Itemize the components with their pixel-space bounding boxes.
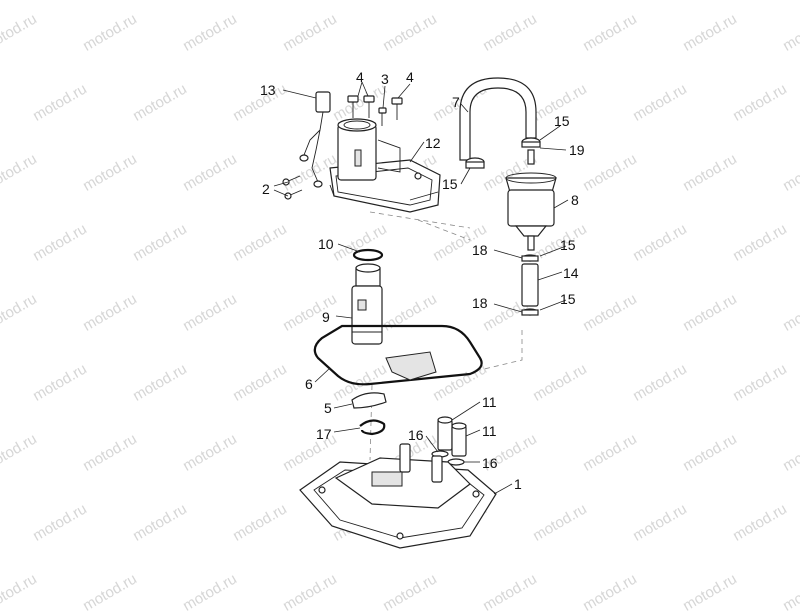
part-3-4-bolts [347, 95, 403, 126]
callout-2: 2 [262, 181, 270, 197]
callout-16-right: 16 [482, 455, 498, 471]
part-8-filter [505, 172, 557, 251]
callout-11-upper: 11 [482, 394, 497, 410]
callout-8: 8 [571, 192, 579, 208]
exploded-parts-drawing [273, 77, 569, 549]
part-17-ring [359, 419, 386, 436]
part-13-sensor [299, 91, 331, 188]
callout-13: 13 [260, 82, 276, 98]
callout-5: 5 [324, 400, 332, 416]
leader-lines [273, 81, 569, 495]
part-7-hose [459, 77, 537, 161]
part-12-top-cover [329, 118, 441, 213]
callout-18-lower: 18 [472, 295, 488, 311]
callout-16-left: 16 [408, 427, 424, 443]
part-2-screws [282, 175, 303, 200]
callout-17: 17 [316, 426, 332, 442]
callout-1: 1 [514, 476, 522, 492]
callout-4-left: 4 [356, 69, 364, 85]
callout-10: 10 [318, 236, 334, 252]
part-10-oring [352, 248, 384, 262]
part-1-base [299, 443, 497, 549]
part-14-hose [521, 263, 539, 307]
callout-15-low: 15 [560, 291, 576, 307]
part-6-gasket [313, 324, 483, 386]
part-9-pump [351, 263, 383, 345]
callout-9: 9 [322, 309, 330, 325]
callout-15-mid: 15 [560, 237, 576, 253]
callout-12: 12 [425, 135, 441, 151]
callout-6: 6 [305, 376, 313, 392]
callout-3: 3 [381, 71, 389, 87]
part-5-baffle [351, 392, 387, 409]
callout-4-right: 4 [406, 69, 414, 85]
callout-14: 14 [563, 265, 579, 281]
callout-15-left: 15 [442, 176, 458, 192]
part-11-cylinders [437, 416, 467, 457]
callout-18-upper: 18 [472, 242, 488, 258]
callout-7: 7 [452, 94, 460, 110]
callout-11-lower: 11 [482, 423, 497, 439]
callout-19: 19 [569, 142, 585, 158]
callout-15-top: 15 [554, 113, 570, 129]
